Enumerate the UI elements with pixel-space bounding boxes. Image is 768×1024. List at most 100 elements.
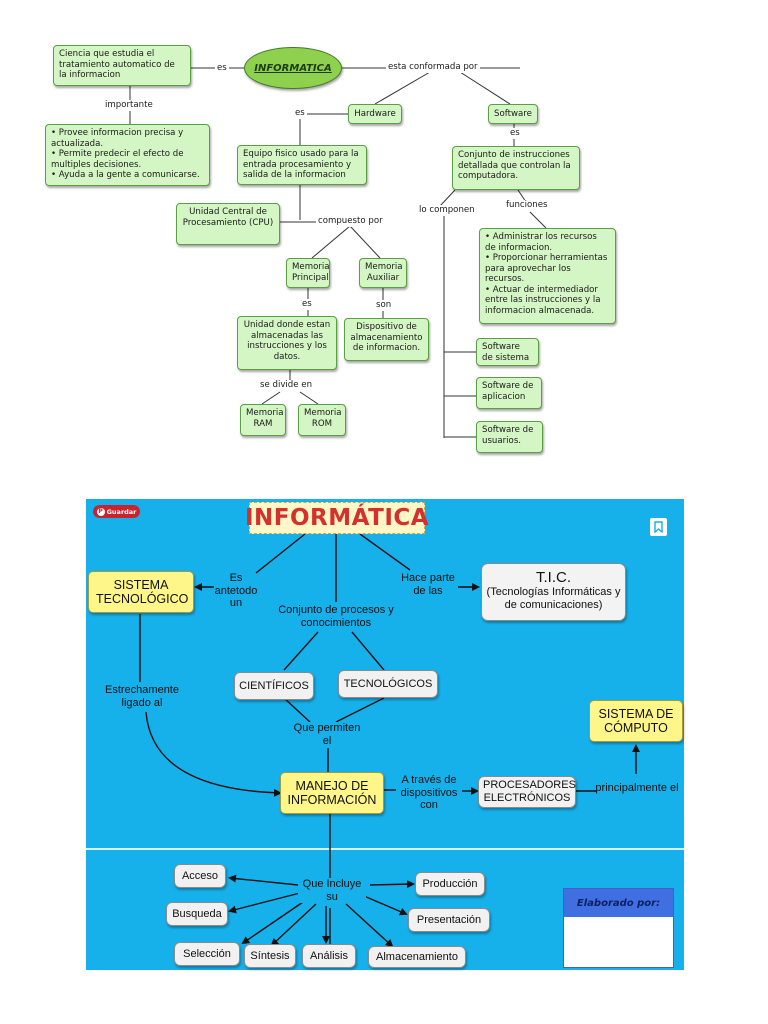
software-functions-node: • Administrar los recursos de informacio… [479,228,616,324]
link-es-memoria: es [300,299,314,310]
link-compuesto: compuesto por [316,216,385,227]
memoria-auxiliar-definition-node: Dispositivo de almacenamiento de informa… [344,318,429,361]
software-aplicacion-label: Software de aplicacion [482,381,534,402]
sistema-tecnologico-node: SISTEMA TECNOLÓGICO [88,571,194,613]
software-sistema-node: Software de sistema [476,338,539,366]
analisis-node: Análisis [302,944,356,968]
elaborado-por-label: Elaborado por: [576,897,661,909]
busqueda-label: Busqueda [172,907,222,920]
tecnologicos-node: TECNOLÓGICOS [338,670,438,698]
seleccion-label: Selección [183,947,231,960]
software-node: Software [488,104,538,124]
memoria-principal-node: Memoria Principal [286,258,330,288]
definition-text: Ciencia que estudia el tratamiento autom… [59,49,175,80]
procesadores-label: PROCESADORES ELECTRÓNICOS [483,779,576,804]
acceso-label: Acceso [181,869,219,882]
hardware-definition-node: Equipo fisico usado para la entrada proc… [237,145,367,185]
software-usuarios-label: Software de usuarios. [482,425,534,446]
sistema-tecnologico-label: SISTEMA TECNOLÓGICO [96,578,189,606]
software-definition-text: Conjunto de instrucciones detallada que … [458,150,571,181]
software-aplicacion-node: Software de aplicacion [476,377,542,409]
hardware-definition-text: Equipo fisico usado para la entrada proc… [243,149,359,180]
link-divide: se divide en [258,380,315,391]
memoria-principal-definition-node: Unidad donde estan almacenadas las instr… [237,316,337,370]
procesadores-node: PROCESADORES ELECTRÓNICOS [478,776,576,808]
sintesis-node: Síntesis [244,944,296,968]
link-importante: importante [103,100,155,111]
tecnologicos-label: TECNOLÓGICOS [343,677,433,690]
function-item: • Proporcionar herramientas para aprovec… [485,253,608,284]
software-usuarios-node: Software de usuarios. [476,421,543,453]
hardware-node: Hardware [348,104,402,124]
memoria-principal-label: Memoria Principal [292,262,330,283]
function-item: • Administrar los recursos de informacio… [485,232,597,253]
manejo-informacion-label: MANEJO DE INFORMACIÓN [287,779,377,807]
sistema-computo-label: SISTEMA DE CÓMPUTO [598,707,674,735]
pinterest-icon: P [96,507,105,516]
busqueda-node: Busqueda [166,902,228,926]
informatica-definition-node: Ciencia que estudia el tratamiento autom… [53,45,191,86]
tic-title: T.I.C. [535,569,571,586]
cpu-node: Unidad Central de Procesamiento (CPU) [176,203,280,245]
acceso-node: Acceso [174,864,226,888]
link-es-left: es [215,63,229,74]
link-componen: lo componen [417,205,477,216]
center-node-label: INFORMATICA [254,62,332,74]
importance-item: • Provee informacion precisa y actualiza… [51,128,184,149]
tic-node: T.I.C. (Tecnologías Informáticas y de co… [481,563,626,621]
software-label: Software [494,109,532,119]
functions-list: • Administrar los recursos de informacio… [485,232,610,316]
function-item: • Actuar de intermediador entre las inst… [485,284,601,316]
informatica-center-node: INFORMATICA [244,47,342,89]
link-es-hardware: es [293,108,307,119]
manejo-informacion-node: MANEJO DE INFORMACIÓN [280,772,384,814]
memoria-ram-label: Memoria RAM [246,408,284,429]
produccion-node: Producción [415,872,485,896]
analisis-label: Análisis [310,949,348,962]
produccion-label: Producción [422,877,478,890]
link-conformada: esta conformada por [386,62,480,73]
memoria-rom-label: Memoria ROM [304,408,342,429]
link-conjunto: Conjunto de procesos y conocimientos [278,604,394,629]
link-es-antetodo: Es antetodo un [214,572,258,609]
importance-item: • Permite predecir el efecto de multiple… [51,149,184,170]
sistema-computo-node: SISTEMA DE CÓMPUTO [589,700,683,742]
cientificos-node: CIENTÍFICOS [234,672,314,700]
link-que-incluye: Que Incluye su [298,878,366,903]
link-son: son [374,300,394,311]
seleccion-node: Selección [174,942,240,966]
link-a-traves: A través de dispositivos con [400,774,458,811]
guardar-label: Guardar [106,507,137,516]
memoria-ram-node: Memoria RAM [240,404,286,436]
hardware-label: Hardware [354,109,396,119]
bookmark-icon[interactable] [650,518,667,536]
link-estrechamente: Estrechamente ligado al [96,684,188,709]
panel-divider [86,848,684,850]
mp-definition-text: Unidad donde estan almacenadas las instr… [243,320,331,362]
informatica-title: INFORMÁTICA [245,502,429,534]
software-definition-node: Conjunto de instrucciones detallada que … [452,146,580,190]
cpu-label: Unidad Central de Procesamiento (CPU) [182,207,274,228]
link-hace-parte: Hace parte de las [401,572,455,597]
almacenamiento-label: Almacenamiento [376,950,458,963]
importance-node: • Provee informacion precisa y actualiza… [45,124,210,186]
cientificos-label: CIENTÍFICOS [239,679,309,692]
link-que-permiten: Que permiten el [292,722,362,747]
title-label: INFORMÁTICA [244,505,430,531]
link-principalmente: principalmente el [595,782,679,794]
ma-definition-text: Dispositivo de almacenamiento de informa… [350,322,423,353]
presentacion-node: Presentación [408,908,490,932]
almacenamiento-node: Almacenamiento [368,946,466,968]
memoria-auxiliar-node: Memoria Auxiliar [359,258,407,288]
tic-subtitle: (Tecnologías Informáticas y de comunicac… [486,586,621,611]
importance-item: • Ayuda a la gente a comunicarse. [51,170,200,180]
link-funciones: funciones [504,200,550,211]
memoria-auxiliar-label: Memoria Auxiliar [365,262,403,283]
importance-list: • Provee informacion precisa y actualiza… [51,128,204,181]
sintesis-label: Síntesis [250,949,290,962]
guardar-button[interactable]: P Guardar [93,505,140,518]
elaborado-por-box: Elaborado por: [563,888,674,968]
software-sistema-label: Software de sistema [482,342,530,363]
link-es-software: es [508,128,522,139]
presentacion-label: Presentación [416,913,482,926]
